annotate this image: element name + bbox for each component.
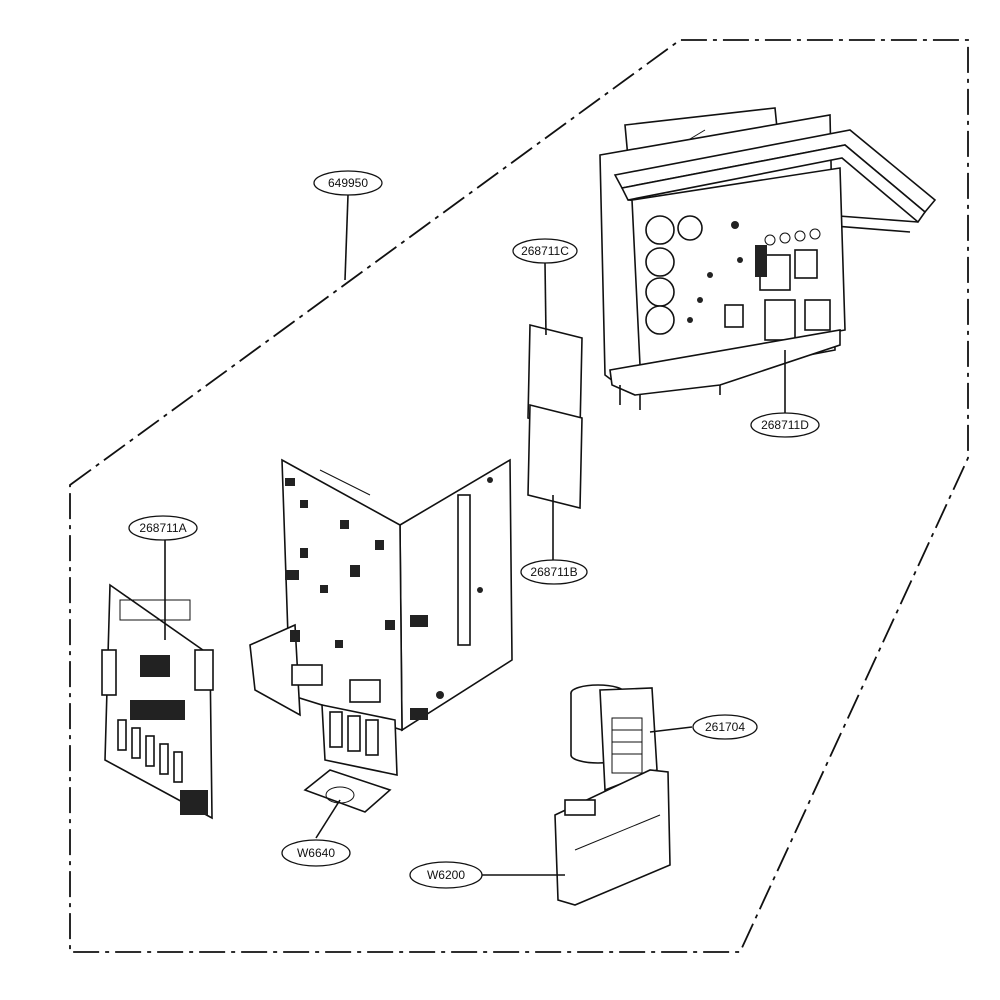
callout-board-a: 268711A xyxy=(128,515,198,541)
main-inverter-board[interactable] xyxy=(249,458,513,732)
harness-part[interactable] xyxy=(554,769,671,906)
leader-assembly xyxy=(344,194,349,281)
callout-board-b-text: 268711B xyxy=(530,565,577,579)
callout-reactor-text: 261704 xyxy=(705,720,745,734)
callout-terminal-block-text: W6640 xyxy=(297,846,335,860)
callout-board-c-text: 268711C xyxy=(521,244,569,258)
terminal-block-part[interactable] xyxy=(303,704,398,813)
leader-reactor xyxy=(649,726,693,733)
reactor-part[interactable] xyxy=(570,684,658,792)
callout-board-c: 268711C xyxy=(512,238,578,264)
leader-board-c xyxy=(544,262,547,336)
callout-board-a-text: 268711A xyxy=(139,521,186,535)
callout-terminal-block: W6640 xyxy=(281,839,351,867)
callout-reactor: 261704 xyxy=(692,714,758,740)
callout-assembly-text: 649950 xyxy=(328,176,368,190)
callout-assembly: 649950 xyxy=(313,170,383,196)
callout-harness-text: W6200 xyxy=(427,868,465,882)
board-b-plate[interactable] xyxy=(527,403,583,510)
control-box-assembly[interactable] xyxy=(599,107,937,410)
callout-board-d: 268711D xyxy=(750,412,820,438)
assembly-boundary xyxy=(69,39,969,953)
board-a-part[interactable] xyxy=(101,583,214,820)
leader-terminal-block xyxy=(315,799,341,839)
callout-harness: W6200 xyxy=(409,861,483,889)
callout-board-d-text: 268711D xyxy=(761,418,809,432)
callout-board-b: 268711B xyxy=(520,559,588,585)
